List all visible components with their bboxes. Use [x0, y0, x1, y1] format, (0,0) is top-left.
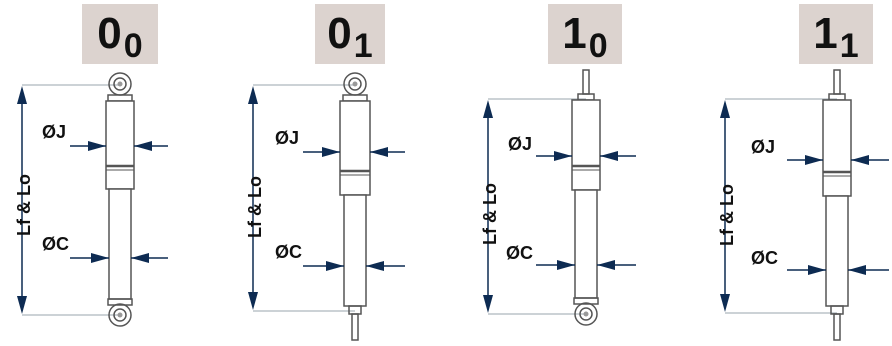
length-arrow-up	[248, 86, 258, 104]
variant-panel-11: 1 1 Lf & Lo ØJ ØC	[669, 0, 892, 346]
shock-upper-tube	[822, 99, 852, 197]
shock-lower-tube	[574, 189, 598, 299]
length-arrow-down	[483, 295, 493, 313]
variant-panel-01: 0 1 Lf & Lo ØJ ØC	[223, 0, 446, 346]
length-label: Lf & Lo	[717, 184, 737, 246]
outer-diameter-label: ØC	[275, 242, 302, 262]
length-label: Lf & Lo	[480, 183, 500, 245]
variant-code-sub: 1	[839, 27, 859, 65]
variant-badge-10: 1 0	[548, 4, 622, 64]
variant-code-main: 1	[813, 9, 838, 58]
variant-code-sub: 0	[588, 27, 608, 65]
top-stud-mount	[582, 69, 590, 95]
length-arrow-up	[483, 100, 493, 118]
outer-diameter-label: ØC	[42, 234, 69, 254]
inner-diameter-label: ØJ	[508, 134, 532, 154]
shock-upper-tube	[105, 100, 135, 190]
shock-absorber-drawing-11: Lf & Lo ØJ ØC	[717, 69, 889, 341]
length-arrow-down	[720, 294, 730, 312]
bottom-stud-mount	[348, 305, 362, 315]
variant-code-main: 0	[327, 9, 352, 58]
variant-code-main: 0	[97, 9, 122, 58]
shock-absorber-drawing-01: Lf & Lo ØJ ØC	[245, 72, 405, 341]
variant-badge-11: 1 1	[799, 4, 873, 64]
length-arrow-down	[17, 296, 27, 314]
length-arrow-down	[248, 292, 258, 310]
shock-lower-tube	[108, 188, 132, 300]
variant-code-sub: 1	[353, 27, 373, 65]
inner-diameter-label: ØJ	[751, 137, 775, 157]
shock-lower-tube	[825, 195, 849, 307]
variant-badge-00: 0 0	[82, 4, 158, 64]
length-label: Lf & Lo	[14, 174, 34, 236]
shock-absorber-drawing-10: Lf & Lo ØJ ØC	[480, 69, 636, 326]
outer-diameter-label: ØC	[506, 243, 533, 263]
bottom-eye-mount	[108, 303, 132, 327]
variant-code-main: 1	[562, 9, 587, 58]
shock-absorber-drawing-00: Lf & Lo ØJ ØC	[14, 72, 168, 327]
variant-panel-00: 0 0 Lf & Lo ØJ ØC	[0, 0, 223, 346]
shock-upper-tube	[571, 99, 601, 191]
inner-diameter-label: ØJ	[42, 122, 66, 142]
length-arrow-up	[720, 100, 730, 118]
top-stud-mount	[833, 69, 841, 95]
outer-diameter-label: ØC	[751, 248, 778, 268]
variant-code-sub: 0	[123, 27, 143, 65]
length-arrow-up	[17, 86, 27, 104]
shock-lower-tube	[343, 194, 367, 307]
variant-panel-10: 1 0 Lf & Lo ØJ ØC	[446, 0, 669, 346]
inner-diameter-label: ØJ	[275, 128, 299, 148]
shock-upper-tube	[339, 100, 371, 196]
length-label: Lf & Lo	[245, 176, 265, 238]
variant-badge-01: 0 1	[315, 4, 385, 64]
bottom-eye-mount	[574, 302, 598, 326]
